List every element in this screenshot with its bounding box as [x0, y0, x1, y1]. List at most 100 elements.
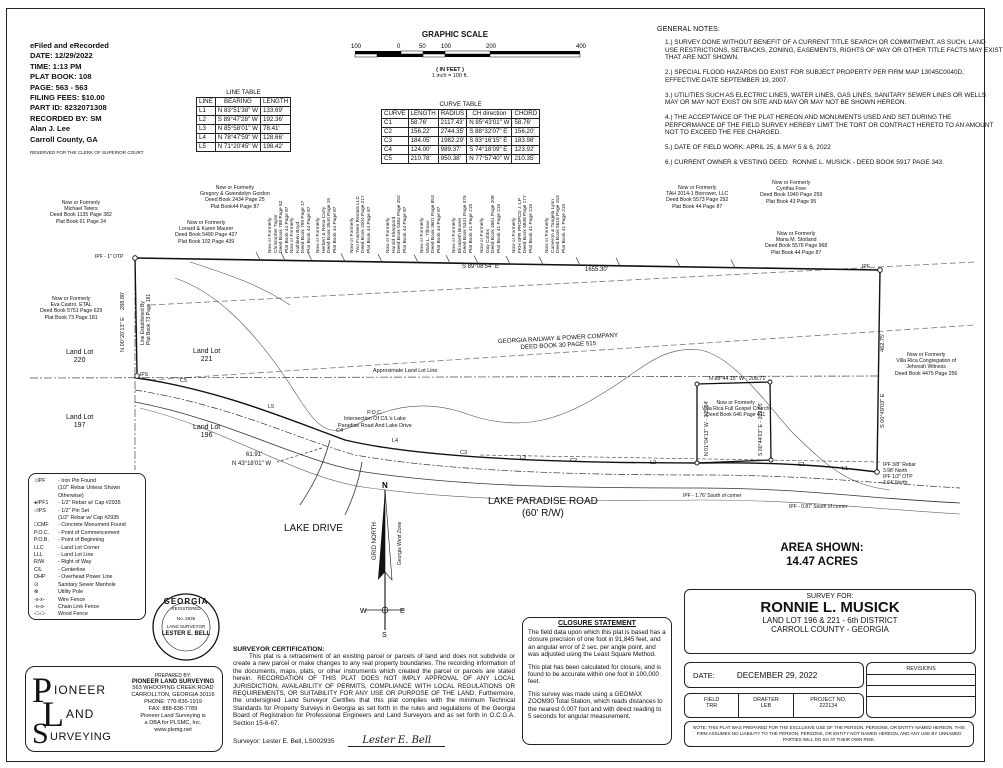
label-church-right: S 00°44'03" E - 209.05'	[758, 402, 764, 457]
svg-text:N: N	[382, 481, 388, 490]
legend-row: R/W- Right of Way	[34, 559, 140, 566]
seal-top: GEORGIA	[163, 597, 209, 606]
general-notes: GENERAL NOTES: 1.) SURVEY DONE WITHOUT B…	[657, 24, 1003, 173]
label-ga-west: Georgia West Zone	[397, 521, 403, 565]
legend-row: P.O.C.- Point of Commencement	[34, 530, 140, 537]
logo-word-2: AND	[66, 707, 95, 721]
legend-symbol: P.O.C.	[34, 529, 50, 536]
legend-symbol: -o-o-	[34, 603, 46, 610]
owner-strip-label: Now or Formerly Guy Cobbs Deed Book 4961…	[480, 195, 502, 253]
railway-line-upper	[149, 261, 976, 306]
svg-text:S: S	[382, 632, 387, 639]
company-line: FAX: 888-838-7789	[148, 706, 198, 712]
recording-line: PAGE: 563 - 563	[30, 82, 88, 92]
legend-desc: Wire Fence	[58, 596, 86, 603]
curve-table-title: CURVE TABLE	[439, 100, 482, 108]
note-item: 2.) SPECIAL FLOOD HAZARDS DO EXIST FOR S…	[665, 69, 964, 84]
owner-strip-label: Now or Formerly Cameron & Tangela Lynn D…	[545, 195, 567, 253]
road-centerline	[134, 389, 961, 489]
recording-line: TIME: 1:13 PM	[30, 61, 82, 71]
pin-church-se	[768, 457, 774, 463]
company-line: CARROLLTON, GEORGIA 30116	[131, 692, 215, 698]
pin-ne	[877, 267, 883, 273]
label-ll196: Land Lot 196	[193, 424, 221, 440]
segment-tag: L2	[650, 460, 657, 466]
lot-line	[473, 255, 479, 264]
legend-row: -x-x- Wire Fence	[34, 597, 140, 604]
county: CARROLL COUNTY - GEORGIA	[771, 625, 889, 634]
general-notes-list: 1.) SURVEY DONE WITHOUT BENEFIT OF A CUR…	[665, 39, 1003, 166]
area-shown: AREA SHOWN: 14.47 ACRES	[763, 542, 881, 568]
company-line: 563 WHOOPING CREEK ROAD	[132, 685, 214, 691]
svg-text:W: W	[360, 608, 367, 615]
seal-name: LESTER E. BELL	[161, 631, 211, 637]
clerk-reserved: RESERVED FOR THE CLERK OF SUPERIOR COURT	[30, 150, 144, 156]
legend-desc: (1/2" Rebar w/ Cap #2935	[58, 515, 120, 522]
pin-church-sw	[694, 460, 700, 466]
logo-letter-p: P	[32, 670, 53, 710]
owner-strip-label: Now or Formerly FKH SFR PROPCO J, LP Dee…	[512, 195, 534, 253]
legend-symbol	[34, 515, 58, 522]
segment-tag: L4	[392, 438, 399, 444]
road-edge-far	[139, 407, 961, 515]
legend-row: OHP- Overhead Power Line	[34, 574, 140, 581]
label-approx-line: Approximate Land Lot Line	[373, 368, 438, 374]
segment-tag: C3	[460, 450, 468, 456]
surveyor-name: Surveyor: Lester E. Bell, LS002935	[233, 738, 335, 746]
legend-row: ⊙Sanitary Sewer Manhole	[34, 582, 140, 589]
label-top-bearing: S 89°08'54" E	[462, 264, 500, 270]
pin-se	[874, 469, 880, 475]
label-ipf-nw: IPF - 1" OTP	[95, 254, 124, 260]
certification: SURVEYOR CERTIFICATION: This plat is a r…	[233, 646, 515, 748]
legend-row: (1/2" Rebar Unless Shown Otherwise)	[34, 485, 140, 500]
owner-strip-label: Now or Formerly Two Fourteen Rentals LLC…	[350, 195, 372, 253]
legend-desc: - Iron Pin Found	[58, 478, 96, 484]
recording-line: RECORDED BY: SM	[30, 113, 102, 123]
owner-name: RONNIE L. MUSICK	[760, 599, 900, 616]
west-boundary	[134, 257, 138, 374]
label-established: Line Established By Plat Book 73 Page 18…	[140, 293, 152, 345]
legend-symbol: -x-x-	[34, 596, 45, 603]
legend-row: ○IPS- 1/2" Pin Set	[34, 508, 140, 515]
line-table-title: LINE TABLE	[226, 88, 261, 96]
label-right-dist: 462.75'	[880, 333, 886, 352]
approx-land-lot-line	[29, 375, 881, 379]
segment-tag: C2	[570, 458, 578, 464]
label-left-bearing: N 00°20'13" E	[120, 317, 126, 352]
closure-title: CLOSURE STATEMENT	[558, 620, 636, 627]
area-label: AREA SHOWN:	[780, 542, 864, 554]
company-info: PREPARED BY: PIONEER LAND SURVEYING 563 …	[126, 673, 220, 734]
legend-row: LLC- Land Lot Corner	[34, 545, 140, 552]
legend-symbol: ⊗	[34, 589, 39, 596]
company-box: P IONEER L AND S URVEYING PREPARED BY: P…	[25, 666, 223, 752]
lot-line	[413, 254, 419, 263]
area-value: 14.47 ACRES	[786, 556, 858, 568]
segment-tag: L1	[842, 466, 849, 472]
legend-row: -o-o-Chain Link Fence	[34, 604, 140, 611]
legend-desc: - Point of Beginning	[58, 537, 105, 544]
recording-line: PART ID: 8232071308	[30, 103, 107, 113]
scale-tick-label: 100	[351, 44, 362, 50]
road-north-edge	[136, 377, 878, 473]
owner-tah: Now or Formerly TAH 2014-1 Borrower, LLC…	[666, 185, 729, 210]
owner-strip-label: Now or Formerly Kathleen Boyd Deed Book …	[290, 200, 312, 253]
legend-symbol: ●IPF1	[34, 500, 49, 507]
lot-line	[730, 259, 736, 268]
label-top-dist: 1655.30'	[585, 267, 608, 273]
table-cell: 210.35'	[511, 154, 541, 164]
scale-tick-label: 100	[441, 44, 452, 50]
note-item: 1.) SURVEY DONE WITHOUT BENEFIT OF A CUR…	[665, 39, 1003, 62]
scale-tick-label: 400	[576, 44, 587, 50]
lot-line	[675, 258, 681, 267]
table-cell: 210.78'	[407, 154, 439, 164]
lot-line	[445, 254, 451, 264]
label-grid-north: GRID NORTH	[372, 522, 378, 560]
